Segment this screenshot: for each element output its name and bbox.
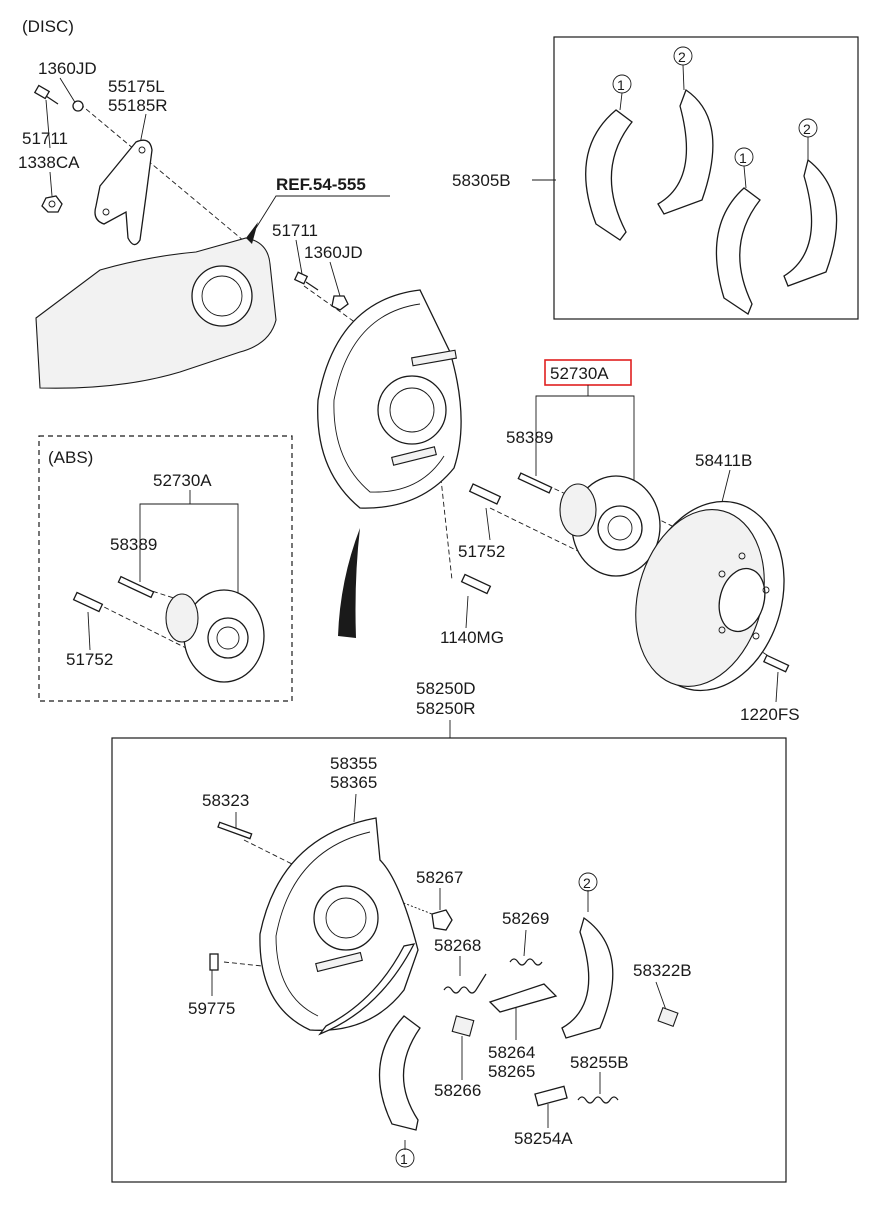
callout-2-b: 2 bbox=[803, 121, 811, 137]
abs-frame bbox=[38, 435, 293, 702]
direction-arrow bbox=[338, 528, 360, 638]
nut-1360jd-top[interactable] bbox=[72, 100, 84, 112]
label-55175l[interactable]: 55175L bbox=[108, 77, 165, 96]
bolt-51752-abs[interactable] bbox=[72, 591, 104, 613]
callout-1-a: 1 bbox=[617, 77, 625, 93]
label-58268[interactable]: 58268 bbox=[434, 936, 481, 955]
label-58267[interactable]: 58267 bbox=[416, 868, 463, 887]
label-58389-main[interactable]: 58389 bbox=[506, 428, 553, 447]
label-52730a-main[interactable]: 52730A bbox=[550, 364, 609, 383]
plug-59775[interactable] bbox=[209, 953, 219, 971]
callout-2-c: 2 bbox=[583, 875, 591, 891]
spring-58266[interactable] bbox=[451, 1015, 475, 1037]
label-58250r[interactable]: 58250R bbox=[416, 699, 476, 718]
label-58266[interactable]: 58266 bbox=[434, 1081, 481, 1100]
bolt-1220fs[interactable] bbox=[762, 654, 790, 673]
clip-58264[interactable] bbox=[488, 983, 558, 1013]
label-58323[interactable]: 58323 bbox=[202, 791, 249, 810]
label-58355[interactable]: 58355 bbox=[330, 754, 377, 773]
label-51752-main[interactable]: 51752 bbox=[458, 542, 505, 561]
label-58365[interactable]: 58365 bbox=[330, 773, 377, 792]
callout-1-b: 1 bbox=[739, 150, 747, 166]
label-52730a-abs[interactable]: 52730A bbox=[153, 471, 212, 490]
ref-arrow bbox=[246, 222, 258, 244]
label-58255b[interactable]: 58255B bbox=[570, 1053, 629, 1072]
label-1360jd-mid[interactable]: 1360JD bbox=[304, 243, 363, 262]
label-1220fs[interactable]: 1220FS bbox=[740, 705, 800, 724]
nut-1360jd-mid[interactable] bbox=[331, 295, 349, 311]
brake-disc-58411b[interactable] bbox=[617, 485, 805, 707]
label-1140mg[interactable]: 1140MG bbox=[440, 628, 504, 647]
label-59775[interactable]: 59775 bbox=[188, 999, 235, 1018]
stud-58389-abs[interactable] bbox=[117, 575, 155, 599]
label-58250d[interactable]: 58250D bbox=[416, 679, 476, 698]
label-1338ca[interactable]: 1338CA bbox=[18, 153, 80, 172]
label-51711-mid[interactable]: 51711 bbox=[272, 221, 318, 240]
label-58269[interactable]: 58269 bbox=[502, 909, 549, 928]
backing-plate-assembly-frame bbox=[111, 737, 787, 1183]
knuckle-bore bbox=[191, 265, 253, 327]
nut-1338ca[interactable] bbox=[41, 195, 63, 213]
spring-58269[interactable] bbox=[509, 958, 543, 966]
label-58264[interactable]: 58264 bbox=[488, 1043, 535, 1062]
stud-58389-main[interactable] bbox=[517, 472, 553, 494]
label-58389-abs[interactable]: 58389 bbox=[110, 535, 157, 554]
callout-2-a: 2 bbox=[678, 49, 686, 65]
adjuster-58254a[interactable] bbox=[534, 1085, 568, 1107]
label-51752-abs[interactable]: 51752 bbox=[66, 650, 113, 669]
pin-58323[interactable] bbox=[217, 821, 253, 840]
label-55185r[interactable]: 55185R bbox=[108, 96, 168, 115]
backing-plate-58355[interactable] bbox=[259, 817, 419, 1036]
ref-label[interactable]: REF.54-555 bbox=[276, 175, 366, 194]
bolt-51711-left[interactable] bbox=[33, 84, 59, 105]
spring-58268[interactable] bbox=[443, 973, 487, 994]
leader-lines bbox=[45, 77, 779, 1150]
label-1360jd-top[interactable]: 1360JD bbox=[38, 59, 97, 78]
label-58322b[interactable]: 58322B bbox=[633, 961, 692, 980]
label-58411b[interactable]: 58411B bbox=[695, 451, 752, 470]
disc-title: (DISC) bbox=[22, 17, 74, 36]
bolt-51711-mid[interactable] bbox=[293, 271, 319, 291]
spring-58322b[interactable] bbox=[657, 1006, 679, 1028]
bolt-1140mg[interactable] bbox=[460, 573, 492, 595]
parking-shoe-kit-frame bbox=[553, 36, 859, 320]
label-58265[interactable]: 58265 bbox=[488, 1062, 535, 1081]
shoe-1-assembly[interactable] bbox=[378, 1015, 421, 1131]
adjuster-58267[interactable] bbox=[431, 909, 453, 931]
callout-1-c: 1 bbox=[400, 1151, 408, 1167]
labels: (DISC) 1360JD 55175L 55185R 51711 1338CA… bbox=[18, 17, 800, 1148]
shoe-2-assembly[interactable] bbox=[561, 916, 614, 1039]
label-58254a[interactable]: 58254A bbox=[514, 1129, 573, 1148]
bracket-55175l[interactable] bbox=[94, 139, 153, 246]
bolt-51752-main[interactable] bbox=[468, 483, 502, 505]
parking-shoe-kit-58305b[interactable] bbox=[585, 88, 838, 315]
callouts-shoe-kit: 1 2 1 2 bbox=[612, 46, 818, 189]
abs-title: (ABS) bbox=[48, 448, 93, 467]
label-51711-left[interactable]: 51711 bbox=[22, 129, 68, 148]
hub-bearing-main[interactable] bbox=[559, 475, 661, 577]
backing-plate-main[interactable] bbox=[317, 289, 462, 509]
hub-bearing-abs[interactable] bbox=[165, 589, 265, 683]
callouts-assembly: 2 1 bbox=[395, 872, 598, 1168]
spring-58255b[interactable] bbox=[577, 1096, 619, 1104]
label-58305b[interactable]: 58305B bbox=[452, 171, 511, 190]
